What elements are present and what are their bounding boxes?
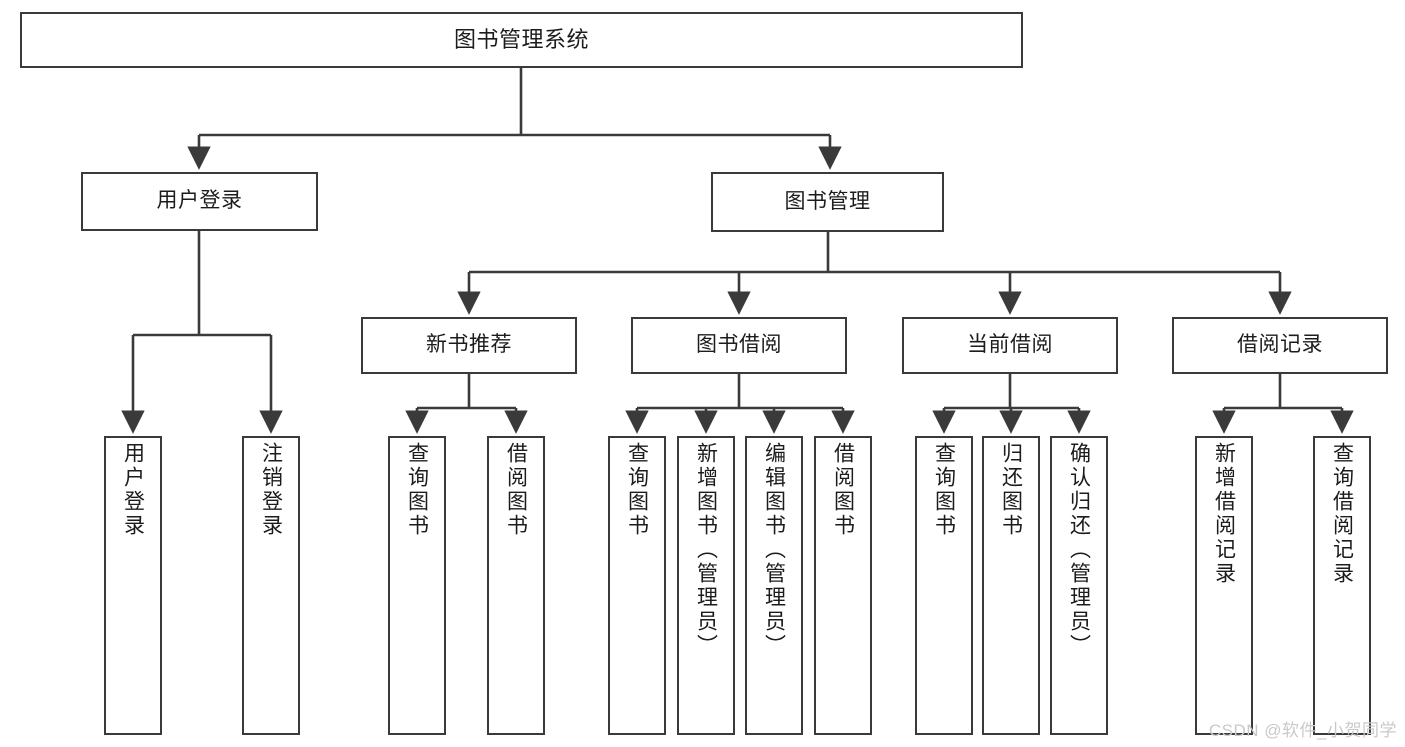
node-book-manage[interactable]: 图书管理 bbox=[711, 172, 944, 232]
node-user-login[interactable]: 用户登录 bbox=[81, 172, 318, 231]
node-leaf-add-book-label: 新增图书（管理员） bbox=[694, 442, 718, 658]
node-leaf-add-record-label: 新增借阅记录 bbox=[1212, 442, 1236, 586]
node-leaf-edit-book[interactable]: 编辑图书（管理员） bbox=[745, 436, 803, 735]
node-leaf-borrow-book[interactable]: 借阅图书 bbox=[814, 436, 872, 735]
node-leaf-query-book-label: 查询图书 bbox=[625, 442, 649, 538]
node-leaf-query-book-rec[interactable]: 查询图书 bbox=[388, 436, 446, 735]
node-book-borrow-label: 图书借阅 bbox=[696, 333, 782, 357]
node-new-book-recommend-label: 新书推荐 bbox=[426, 333, 512, 357]
node-leaf-return-book[interactable]: 归还图书 bbox=[982, 436, 1040, 735]
node-root-label: 图书管理系统 bbox=[453, 27, 589, 53]
node-leaf-confirm-return-label: 确认归还（管理员） bbox=[1067, 442, 1091, 658]
node-leaf-borrow-book-label: 借阅图书 bbox=[831, 442, 855, 538]
node-leaf-return-book-label: 归还图书 bbox=[999, 442, 1023, 538]
node-leaf-logout[interactable]: 注销登录 bbox=[242, 436, 300, 735]
node-current-borrow-label: 当前借阅 bbox=[967, 333, 1053, 357]
node-leaf-user-login-label: 用户登录 bbox=[121, 442, 145, 538]
node-leaf-user-login[interactable]: 用户登录 bbox=[104, 436, 162, 735]
node-leaf-query-book-cur-label: 查询图书 bbox=[932, 442, 956, 538]
node-leaf-query-book[interactable]: 查询图书 bbox=[608, 436, 666, 735]
node-new-book-recommend[interactable]: 新书推荐 bbox=[361, 317, 577, 374]
node-leaf-add-record[interactable]: 新增借阅记录 bbox=[1195, 436, 1253, 735]
node-borrow-record-label: 借阅记录 bbox=[1237, 333, 1323, 357]
node-leaf-query-record-label: 查询借阅记录 bbox=[1330, 442, 1354, 586]
node-leaf-logout-label: 注销登录 bbox=[259, 442, 283, 538]
node-book-manage-label: 图书管理 bbox=[784, 189, 871, 213]
node-leaf-query-book-rec-label: 查询图书 bbox=[405, 442, 429, 538]
node-current-borrow[interactable]: 当前借阅 bbox=[902, 317, 1118, 374]
node-borrow-record[interactable]: 借阅记录 bbox=[1172, 317, 1388, 374]
node-user-login-label: 用户登录 bbox=[156, 189, 243, 213]
node-leaf-query-record[interactable]: 查询借阅记录 bbox=[1313, 436, 1371, 735]
node-book-borrow[interactable]: 图书借阅 bbox=[631, 317, 847, 374]
node-leaf-edit-book-label: 编辑图书（管理员） bbox=[762, 442, 786, 658]
node-leaf-borrow-book-rec-label: 借阅图书 bbox=[504, 442, 528, 538]
node-leaf-borrow-book-rec[interactable]: 借阅图书 bbox=[487, 436, 545, 735]
node-leaf-add-book[interactable]: 新增图书（管理员） bbox=[677, 436, 735, 735]
node-root[interactable]: 图书管理系统 bbox=[20, 12, 1023, 68]
node-leaf-confirm-return[interactable]: 确认归还（管理员） bbox=[1050, 436, 1108, 735]
node-leaf-query-book-cur[interactable]: 查询图书 bbox=[915, 436, 973, 735]
